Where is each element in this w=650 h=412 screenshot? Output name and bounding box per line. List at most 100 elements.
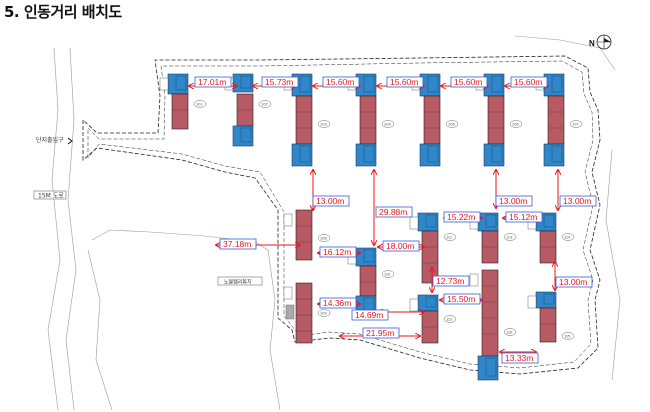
distance-label-box xyxy=(351,309,389,321)
distance-16: 12.73m xyxy=(432,268,470,292)
distance-12: 15.12m xyxy=(503,211,543,223)
building-number: 112 xyxy=(446,317,453,322)
north-arrow-icon: N xyxy=(589,34,612,50)
distance-label: 16.12m xyxy=(323,247,351,257)
distance-label: 15.22m xyxy=(447,212,475,222)
distance-label-box xyxy=(505,211,543,223)
distance-label-box xyxy=(510,76,548,88)
distance-label-box xyxy=(495,195,533,207)
distance-label-box xyxy=(443,211,481,223)
building-105: 105 xyxy=(411,73,459,167)
unit-wing xyxy=(295,282,313,344)
distance-10: 37.18m xyxy=(216,238,300,250)
unit-wing xyxy=(359,95,377,145)
distance-label: 17.01m xyxy=(198,77,226,87)
distance-0: 17.01m xyxy=(189,76,237,88)
distance-label: 14.69m xyxy=(355,310,383,320)
building-number: 105 xyxy=(448,122,455,127)
building-number: 103 xyxy=(320,122,327,127)
facility-label: 노블탭리튜지 xyxy=(224,279,252,286)
unit-wing xyxy=(487,95,505,145)
distance-3: 15.60m xyxy=(377,76,424,88)
building-107: 107 xyxy=(535,73,583,167)
distance-label-box xyxy=(386,76,424,88)
distance-label: 29.88m xyxy=(379,207,407,217)
distance-label: 15.60m xyxy=(454,77,482,87)
distance-label: 21.95m xyxy=(366,328,394,338)
building-number: 115 xyxy=(564,334,571,339)
building-number: 109 xyxy=(320,311,327,316)
distance-label-box xyxy=(555,276,593,288)
distance-19: 14.69m xyxy=(351,309,424,321)
distance-5: 15.60m xyxy=(505,76,548,88)
building-number: 107 xyxy=(572,122,579,127)
distance-label: 15.60m xyxy=(390,77,418,87)
distance-label-box xyxy=(219,238,257,250)
distance-label-box xyxy=(382,240,420,252)
building-number: 102 xyxy=(261,102,268,107)
distance-20: 21.95m xyxy=(340,327,420,339)
building-number: 104 xyxy=(384,122,391,127)
distance-label-box xyxy=(450,76,488,88)
distance-label-box xyxy=(261,76,299,88)
svg-text:N: N xyxy=(589,39,595,48)
distance-label: 15.73m xyxy=(265,77,293,87)
distance-label-box xyxy=(322,76,360,88)
unit-wing xyxy=(295,95,313,145)
building-number: 114 xyxy=(564,235,571,240)
building-116: 116 xyxy=(469,269,517,381)
entrance-label: 단지출입구 xyxy=(36,136,64,144)
building-101: 101 xyxy=(159,73,207,130)
distance-label-box xyxy=(319,297,357,309)
distance-6: 13.00m xyxy=(312,170,350,210)
building-103: 103 xyxy=(283,73,331,167)
distance-label-box xyxy=(319,246,357,258)
distance-8: 13.00m xyxy=(558,170,597,210)
distance-label-box xyxy=(501,352,539,364)
building-number: 101 xyxy=(196,102,203,107)
page-title: 5. 인동거리 배치도 xyxy=(4,3,122,21)
unit-wing xyxy=(547,95,565,145)
distance-2: 15.60m xyxy=(313,76,360,88)
unit-wing xyxy=(295,209,313,261)
distance-label-box xyxy=(432,275,470,287)
distance-11: 15.22m xyxy=(443,211,482,223)
buildings-layer: 101 102 103 104 105 106 107 108 109 110 111 112 113 1… xyxy=(159,73,583,381)
distance-label-box xyxy=(194,76,232,88)
stair-hatch xyxy=(285,304,295,320)
building-104: 104 xyxy=(347,73,395,167)
building-115: 115 xyxy=(527,291,575,343)
building-number: 108 xyxy=(320,236,327,241)
distance-15: 13.00m xyxy=(555,262,593,290)
distance-21: 13.33m xyxy=(500,352,539,364)
distance-label: 18.00m xyxy=(386,241,414,251)
distance-label-box xyxy=(559,195,597,207)
building-number: 106 xyxy=(512,122,519,127)
distance-label-box xyxy=(362,327,400,339)
distance-9: 29.88m xyxy=(374,170,413,245)
distance-label: 15.50m xyxy=(447,294,475,304)
distance-label: 37.18m xyxy=(223,239,251,249)
distance-label: 13.00m xyxy=(316,196,344,206)
distance-1: 15.73m xyxy=(253,76,299,88)
distance-4: 15.60m xyxy=(441,76,488,88)
dimension-lines: 17.01m 15.73m 15.60m 15.60m 15.60m 15.60m 13.0… xyxy=(189,76,597,364)
distance-18: 15.50m xyxy=(440,293,482,305)
facility-marker: 노블탭리튜지 xyxy=(217,276,263,286)
distance-label: 13.00m xyxy=(559,277,587,287)
entrance-arrow-icon xyxy=(67,137,73,145)
road-marker: 15M 도로 xyxy=(33,190,67,200)
distance-label: 13.00m xyxy=(563,196,591,206)
distance-label: 15.60m xyxy=(514,77,542,87)
unit-wing xyxy=(539,307,557,343)
distance-label: 13.33m xyxy=(505,353,533,363)
distance-label-box xyxy=(312,195,350,207)
distance-13: 16.12m xyxy=(318,246,360,258)
building-110: 110 xyxy=(347,247,395,315)
building-106: 106 xyxy=(475,73,523,167)
distance-label: 12.73m xyxy=(436,276,464,286)
building-number: 116 xyxy=(506,330,513,335)
building-number: 113 xyxy=(506,235,513,240)
building-number: 111 xyxy=(446,235,453,240)
